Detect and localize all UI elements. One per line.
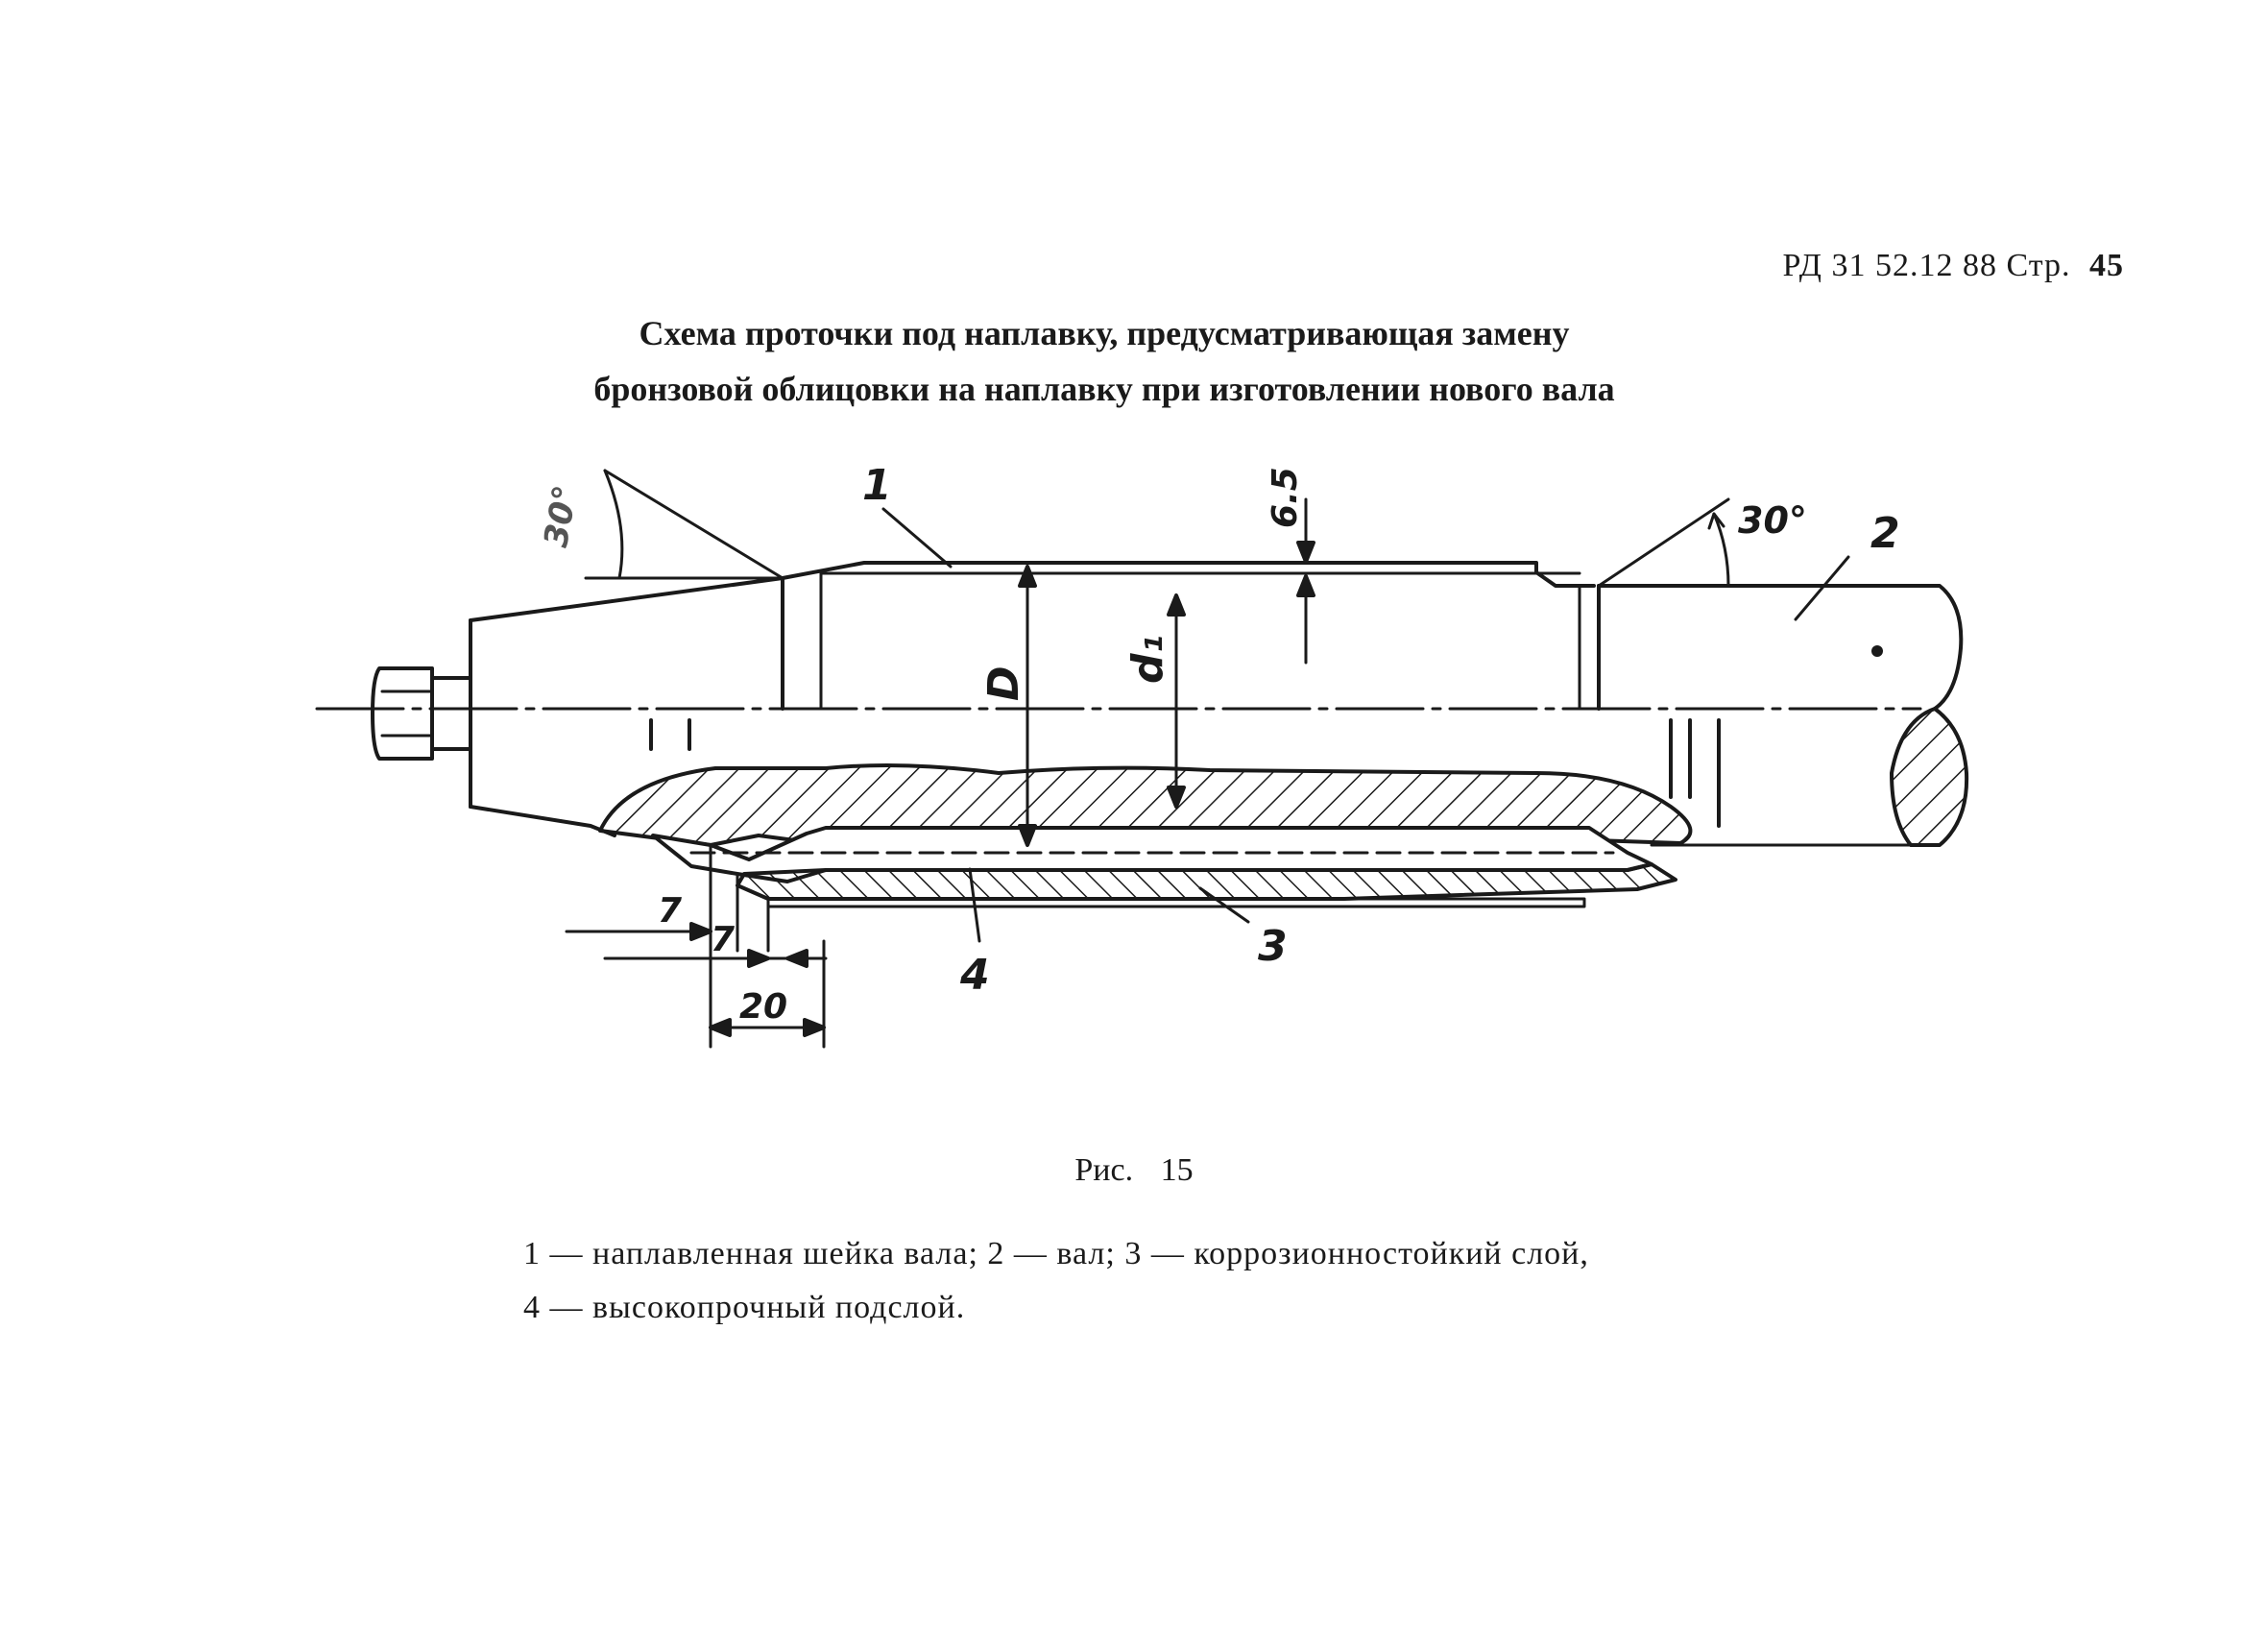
- legend-line-1: 1 — наплавленная шейка вала; 2 — вал; 3 …: [523, 1236, 1589, 1271]
- welded-journal: [598, 762, 1693, 847]
- shaft-2: [1597, 584, 1964, 711]
- document-code: РД 31 52.12 88: [1782, 248, 1997, 283]
- label-dim-6-5: 6.5: [1266, 467, 1305, 528]
- label-dim-20: 20: [739, 987, 787, 1027]
- page-number: 45: [2089, 248, 2124, 283]
- label-part-1: 1: [862, 461, 892, 510]
- label-angle-30-right: 30°: [1738, 499, 1807, 542]
- figure-legend: 1 — наплавленная шейка вала; 2 — вал; 3 …: [523, 1227, 1589, 1335]
- label-dim-7b: 7: [711, 920, 735, 959]
- label-angle-30-left: 30°: [537, 483, 586, 550]
- taper-body: [469, 561, 1596, 622]
- label-part-2: 2: [1870, 509, 1900, 558]
- shaft-drawing: 1 2 3 4 D d₁ 6.5 30° 30° 7 7 20: [315, 461, 1969, 1049]
- page-label: Стр.: [2006, 248, 2071, 283]
- figure-caption: Рис. 15: [0, 1152, 2268, 1189]
- label-dim-d1: d₁: [1123, 635, 1172, 684]
- page-header: РД 31 52.12 88 Стр. 45: [1782, 248, 2124, 284]
- label-part-4: 4: [959, 951, 990, 1000]
- label-dim-D: D: [979, 665, 1028, 701]
- caption-label: Рис.: [1074, 1152, 1134, 1188]
- label-part-3: 3: [1258, 922, 1288, 971]
- caption-number: 15: [1160, 1152, 1194, 1188]
- figure-title: Схема проточки под наплавку, предусматри…: [538, 305, 1671, 417]
- legend-line-2: 4 — высокопрочный подслой.: [523, 1290, 966, 1325]
- title-line-1: Схема проточки под наплавку, предусматри…: [639, 314, 1570, 352]
- label-dim-7a: 7: [658, 891, 682, 931]
- shaft-section: [1890, 707, 1969, 847]
- title-line-2: бронзовой облицовки на наплавку при изго…: [593, 370, 1615, 408]
- end-nut: [371, 666, 434, 761]
